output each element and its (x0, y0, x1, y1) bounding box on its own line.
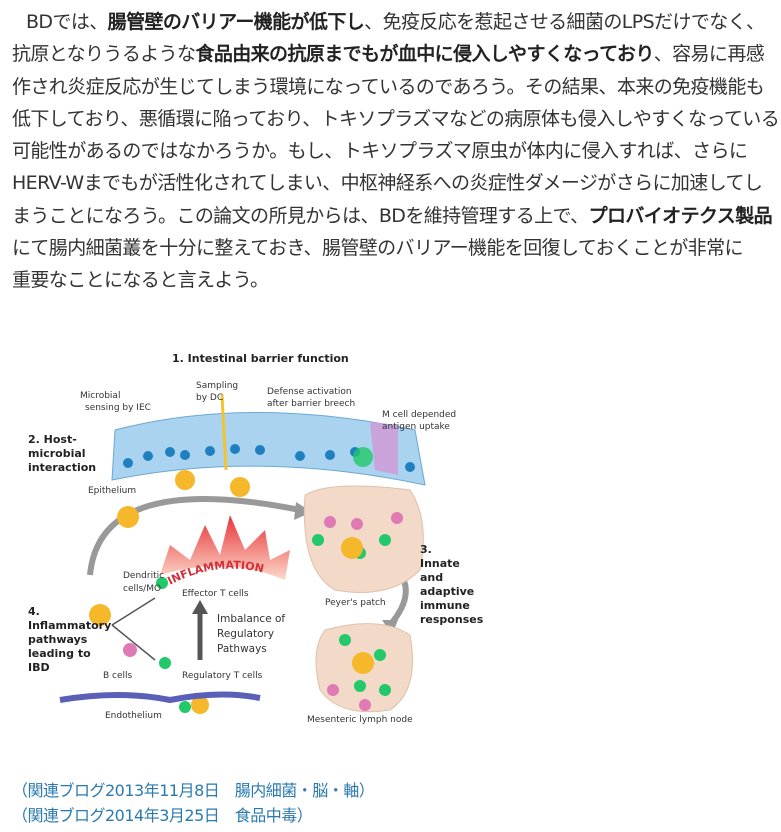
paragraph-line: 作され炎症反応が生じてしまう環境になっているのであろう。その結果、本来の免疫機能… (12, 71, 781, 103)
text-segment: HERV-Wまでもが活性化されてしまい、中枢神経系への炎症性ダメージがさらに加速… (12, 172, 763, 195)
label-sampling-2: by DC (196, 393, 223, 403)
label-host: 2. Host- (28, 433, 77, 446)
label-pathways-4: leading to (28, 647, 91, 660)
label-host-3: interaction (28, 461, 96, 474)
paragraph-line: 可能性があるのではなかろうか。もし、トキソプラズマ原虫が体内に侵入すれば、さらに (12, 135, 781, 167)
label-pathways-5: IBD (28, 661, 50, 674)
label-effector: Effector T cells (182, 589, 249, 599)
text-segment: まうことになろう。この論文の所見からは、BDを維持管理する上で、 (12, 204, 589, 227)
text-segment: 可能性があるのではなかろうか。もし、トキソプラズマ原虫が体内に侵入すれば、さらに (12, 140, 748, 163)
label-imbalance-3: Pathways (217, 643, 267, 655)
label-microbial-sensing-2: sensing by IEC (85, 403, 151, 413)
related-blog-link-2[interactable]: （関連ブログ2014年3月25日 食品中毒） (12, 806, 313, 825)
label-mcell-2: antigen uptake (382, 422, 450, 432)
label-pathways-3: pathways (28, 633, 88, 646)
label-innate-2: Innate (420, 557, 460, 570)
bold-text: 腸管壁のバリアー機能が低下し (107, 11, 365, 33)
text-segment: 、容易に再感 (653, 43, 765, 66)
text-segment: にて腸内細菌叢を十分に整えておき、腸管壁のバリアー機能を回復しておくことが非常に (12, 237, 743, 260)
text-segment: 低下しており、悪循環に陥っており、トキソプラズマなどの病原体も侵入しやすくなって… (12, 107, 780, 130)
label-epithelium: Epithelium (88, 486, 136, 496)
paragraph-line: HERV-Wまでもが活性化されてしまい、中枢神経系への炎症性ダメージがさらに加速… (12, 167, 781, 199)
label-dendritic: Dendritic (123, 571, 164, 581)
inflammation-burst-icon (160, 515, 290, 580)
label-innate-4: adaptive (420, 585, 474, 598)
arrow-arc (87, 496, 301, 576)
peyers-patch-shape (303, 485, 424, 593)
label-imbalance: Imbalance of (217, 613, 285, 625)
related-links: （関連ブログ2013年11月8日 腸内細菌・脳・軸） （関連ブログ2014年3月… (12, 778, 375, 828)
text-segment: 作され炎症反応が生じてしまう環境になっているのであろう。その結果、本来の免疫機能… (12, 75, 765, 98)
label-pathways-2: Inflammatory (28, 619, 111, 632)
label-defense: Defense activation (267, 387, 352, 397)
label-regulatory: Regulatory T cells (182, 671, 263, 681)
article-paragraph: BDでは、腸管壁のバリアー機能が低下し、免疫反応を惹起させる細菌のLPSだけでな… (12, 6, 781, 297)
label-endothelium: Endothelium (105, 711, 162, 721)
figure-title: 1. Intestinal barrier function (172, 352, 349, 365)
label-pathways: 4. (28, 605, 40, 618)
label-innate: 3. (420, 543, 432, 556)
paragraph-line: まうことになろう。この論文の所見からは、BDを維持管理する上で、プロバイオテクス… (12, 200, 781, 232)
label-sampling: Sampling (196, 381, 238, 391)
label-innate-6: responses (420, 613, 484, 626)
text-segment: 、免疫反応を惹起させる細菌のLPSだけでなく、 (364, 11, 765, 33)
label-bcells: B cells (103, 671, 133, 681)
dendritic-cell-icon (89, 470, 374, 714)
label-microbial-sensing: Microbial (80, 391, 120, 401)
text-segment: 抗原となりうるような (12, 43, 196, 66)
label-imbalance-2: Regulatory (217, 628, 274, 640)
label-host-2: microbial (28, 447, 86, 460)
paragraph-line: にて腸内細菌叢を十分に整えておき、腸管壁のバリアー機能を回復しておくことが非常に (12, 232, 781, 264)
label-dendritic-2: cells/MO (123, 584, 161, 594)
related-blog-link-1[interactable]: （関連ブログ2013年11月8日 腸内細菌・脳・軸） (12, 781, 375, 800)
paragraph-line: 抗原となりうるような食品由来の抗原までもが血中に侵入しやすくなっており、容易に再… (12, 38, 781, 70)
paragraph-line: 低下しており、悪循環に陥っており、トキソプラズマなどの病原体も侵入しやすくなって… (12, 103, 781, 135)
bold-text: プロバイオテクス製品 (588, 204, 773, 227)
bold-text: 食品由来の抗原までもが血中に侵入しやすくなっており (195, 43, 654, 66)
label-innate-3: and (420, 571, 443, 584)
label-defense-2: after barrier breech (267, 399, 355, 409)
label-mcell: M cell depended (382, 410, 456, 420)
paragraph-line: 重要なことになると言えよう。 (12, 264, 781, 296)
label-innate-5: immune (420, 599, 470, 612)
epithelium-layer (111, 394, 426, 486)
label-mesenteric: Mesenteric lymph node (307, 715, 413, 725)
text-segment: 重要なことになると言えよう。 (12, 269, 269, 292)
paragraph-line: BDでは、腸管壁のバリアー機能が低下し、免疫反応を惹起させる細菌のLPSだけでな… (12, 6, 781, 38)
label-peyers-patch: Peyer's patch (325, 598, 386, 608)
text-segment: BDでは、 (26, 11, 108, 33)
